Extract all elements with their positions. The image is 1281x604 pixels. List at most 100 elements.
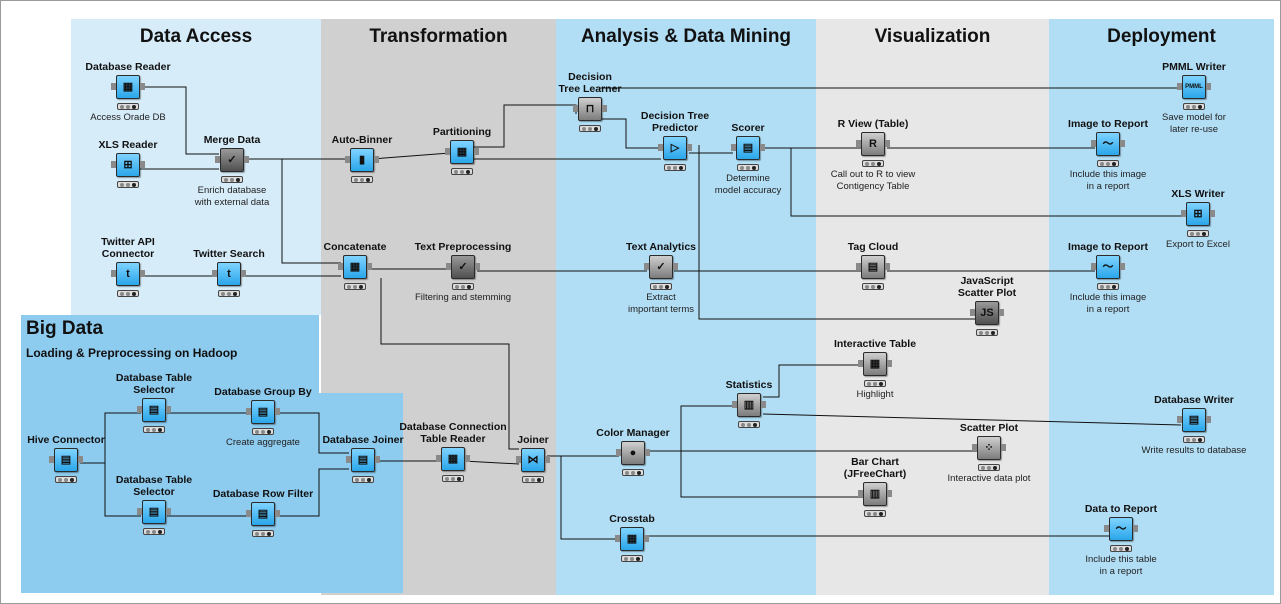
decision-tree-learner-icon[interactable]: ⊓ xyxy=(573,97,607,121)
node-color-manager[interactable]: Color Manager● xyxy=(568,427,698,476)
output-port[interactable] xyxy=(673,263,678,270)
output-port[interactable] xyxy=(78,456,83,463)
output-port[interactable] xyxy=(887,490,892,497)
input-port[interactable] xyxy=(970,309,975,316)
output-port[interactable] xyxy=(1120,140,1125,147)
output-port[interactable] xyxy=(474,148,479,155)
input-port[interactable] xyxy=(1181,210,1186,217)
scorer-icon[interactable]: ▤ xyxy=(731,136,765,160)
output-port[interactable] xyxy=(140,270,145,277)
database-row-filter-icon[interactable]: ▤ xyxy=(246,502,280,526)
node-text-preproc[interactable]: Text Preprocessing✓Filtering and stemmin… xyxy=(398,241,528,304)
output-port[interactable] xyxy=(602,105,607,112)
node-scatter-plot[interactable]: Scatter Plot⁘Interactive data plot xyxy=(924,422,1054,485)
output-port[interactable] xyxy=(244,156,249,163)
output-port[interactable] xyxy=(1206,83,1211,90)
node-joiner[interactable]: Joiner⋈ xyxy=(468,434,598,483)
image-to-report-icon[interactable]: 〜 xyxy=(1091,132,1125,156)
output-port[interactable] xyxy=(475,263,480,270)
output-port[interactable] xyxy=(1210,210,1215,217)
input-port[interactable] xyxy=(732,401,737,408)
node-bar-chart[interactable]: Bar Chart (JFreeChart)▥ xyxy=(810,456,940,517)
node-db-table-sel-1[interactable]: Database Table Selector▤ xyxy=(89,372,219,433)
partitioning-icon[interactable]: ▦ xyxy=(445,140,479,164)
input-port[interactable] xyxy=(516,456,521,463)
node-db-row-filter[interactable]: Database Row Filter▤ xyxy=(198,488,328,537)
input-port[interactable] xyxy=(856,263,861,270)
output-port[interactable] xyxy=(166,406,171,413)
output-port[interactable] xyxy=(644,535,649,542)
r-view-icon[interactable]: R xyxy=(856,132,890,156)
input-port[interactable] xyxy=(137,508,142,515)
database-joiner-icon[interactable]: ▤ xyxy=(346,448,380,472)
node-xls-writer[interactable]: XLS Writer⊞Export to Excel xyxy=(1133,188,1263,251)
output-port[interactable] xyxy=(241,270,246,277)
input-port[interactable] xyxy=(856,140,861,147)
hive-connector-icon[interactable]: ▤ xyxy=(49,448,83,472)
output-port[interactable] xyxy=(645,449,650,456)
node-dt-learner[interactable]: Decision Tree Learner⊓ xyxy=(525,71,655,132)
input-port[interactable] xyxy=(1177,416,1182,423)
node-statistics[interactable]: Statistics▥ xyxy=(684,379,814,428)
input-port[interactable] xyxy=(616,449,621,456)
output-port[interactable] xyxy=(761,401,766,408)
input-port[interactable] xyxy=(49,456,54,463)
node-text-analytics[interactable]: Text Analytics✓Extract important terms xyxy=(596,241,726,315)
node-partitioning[interactable]: Partitioning▦ xyxy=(397,126,527,175)
text-analytics-icon[interactable]: ✓ xyxy=(644,255,678,279)
output-port[interactable] xyxy=(140,83,145,90)
scatter-plot-icon[interactable]: ⁘ xyxy=(972,436,1006,460)
input-port[interactable] xyxy=(1091,263,1096,270)
output-port[interactable] xyxy=(275,510,280,517)
output-port[interactable] xyxy=(275,408,280,415)
pmml-writer-icon[interactable]: PMML xyxy=(1177,75,1211,99)
node-db-writer[interactable]: Database Writer▤Write results to databas… xyxy=(1129,394,1259,457)
input-port[interactable] xyxy=(1177,83,1182,90)
input-port[interactable] xyxy=(215,156,220,163)
node-img-report-1[interactable]: Image to Report〜Include this image in a … xyxy=(1043,118,1173,192)
input-port[interactable] xyxy=(345,156,350,163)
data-to-report-icon[interactable]: 〜 xyxy=(1104,517,1138,541)
concatenate-icon[interactable]: ▦ xyxy=(338,255,372,279)
output-port[interactable] xyxy=(465,455,470,462)
output-port[interactable] xyxy=(375,456,380,463)
input-port[interactable] xyxy=(111,270,116,277)
input-port[interactable] xyxy=(111,83,116,90)
input-port[interactable] xyxy=(338,263,343,270)
node-dt-predictor[interactable]: Decision Tree Predictor▷ xyxy=(610,110,740,171)
node-db-group-by[interactable]: Database Group By▤Create aggregate xyxy=(198,386,328,449)
output-port[interactable] xyxy=(760,144,765,151)
interactive-table-icon[interactable]: ▦ xyxy=(858,352,892,376)
color-manager-icon[interactable]: ● xyxy=(616,441,650,465)
database-table-selector-icon[interactable]: ▤ xyxy=(137,500,171,524)
node-db-table-sel-2[interactable]: Database Table Selector▤ xyxy=(89,474,219,535)
node-db-conn-reader[interactable]: Database Connection Table Reader▦ xyxy=(388,421,518,482)
output-port[interactable] xyxy=(166,508,171,515)
node-xls-reader[interactable]: XLS Reader⊞ xyxy=(63,139,193,188)
auto-binner-icon[interactable]: ▮ xyxy=(345,148,379,172)
javascript-scatter-icon[interactable]: JS xyxy=(970,301,1004,325)
node-interactive-table[interactable]: Interactive Table▦Highlight xyxy=(810,338,940,401)
joiner-icon[interactable]: ⋈ xyxy=(516,448,550,472)
input-port[interactable] xyxy=(644,263,649,270)
text-preprocessing-icon[interactable]: ✓ xyxy=(446,255,480,279)
output-port[interactable] xyxy=(140,161,145,168)
input-port[interactable] xyxy=(137,406,142,413)
output-port[interactable] xyxy=(1001,444,1006,451)
node-concatenate[interactable]: Concatenate▦ xyxy=(290,241,420,290)
node-crosstab[interactable]: Crosstab▦ xyxy=(567,513,697,562)
node-db-joiner[interactable]: Database Joiner▤ xyxy=(298,434,428,483)
xls-writer-icon[interactable]: ⊞ xyxy=(1181,202,1215,226)
output-port[interactable] xyxy=(367,263,372,270)
decision-tree-predictor-icon[interactable]: ▷ xyxy=(658,136,692,160)
input-port[interactable] xyxy=(445,148,450,155)
database-table-selector-icon[interactable]: ▤ xyxy=(137,398,171,422)
input-port[interactable] xyxy=(615,535,620,542)
node-merge-data[interactable]: Merge Data✓Enrich database with external… xyxy=(167,134,297,208)
input-port[interactable] xyxy=(246,408,251,415)
database-reader-icon[interactable]: ▦ xyxy=(111,75,145,99)
input-port[interactable] xyxy=(972,444,977,451)
output-port[interactable] xyxy=(885,263,890,270)
